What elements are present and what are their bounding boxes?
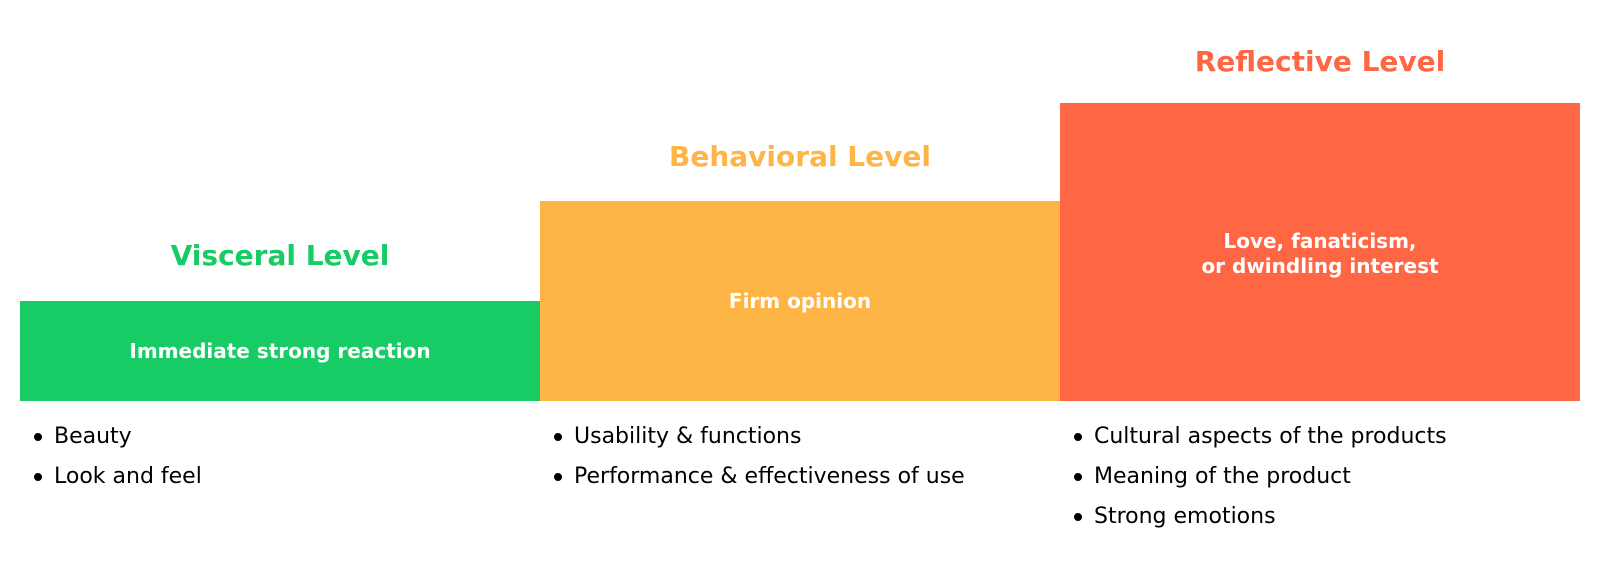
bullet-item: Cultural aspects of the products bbox=[1072, 417, 1592, 457]
visceral-bullet-list: Beauty Look and feel bbox=[20, 417, 552, 497]
reflective-level-block: Love, fanaticism, or dwindling interest bbox=[1060, 103, 1580, 401]
behavioral-block-text: Firm opinion bbox=[728, 288, 872, 313]
reflective-bullet-list: Cultural aspects of the products Meaning… bbox=[1060, 417, 1592, 537]
visceral-block-text: Immediate strong reaction bbox=[129, 338, 431, 363]
behavioral-bullet-list: Usability & functions Performance & effe… bbox=[540, 417, 1072, 497]
reflective-level-title: Reflective Level bbox=[1194, 45, 1446, 78]
bullet-item: Look and feel bbox=[32, 457, 552, 497]
reflective-block-text-line-2: or dwindling interest bbox=[1201, 254, 1439, 278]
reflective-block-text-line-1: Love, fanaticism, bbox=[1223, 229, 1417, 253]
bullet-item: Usability & functions bbox=[552, 417, 1072, 457]
behavioral-level-block: Firm opinion bbox=[540, 201, 1060, 401]
bullet-item: Strong emotions bbox=[1072, 497, 1592, 537]
visceral-level-block: Immediate strong reaction bbox=[20, 301, 540, 401]
behavioral-level-title: Behavioral Level bbox=[669, 140, 931, 173]
visceral-level-title: Visceral Level bbox=[170, 239, 390, 272]
behavioral-level: Behavioral Level Firm opinion Usability … bbox=[540, 0, 1060, 568]
bullet-item: Meaning of the product bbox=[1072, 457, 1592, 497]
visceral-level: Visceral Level Immediate strong reaction… bbox=[20, 0, 540, 568]
bullet-item: Beauty bbox=[32, 417, 552, 457]
bullet-item: Performance & effectiveness of use bbox=[552, 457, 1072, 497]
reflective-level: Reflective Level Love, fanaticism, or dw… bbox=[1060, 0, 1580, 568]
